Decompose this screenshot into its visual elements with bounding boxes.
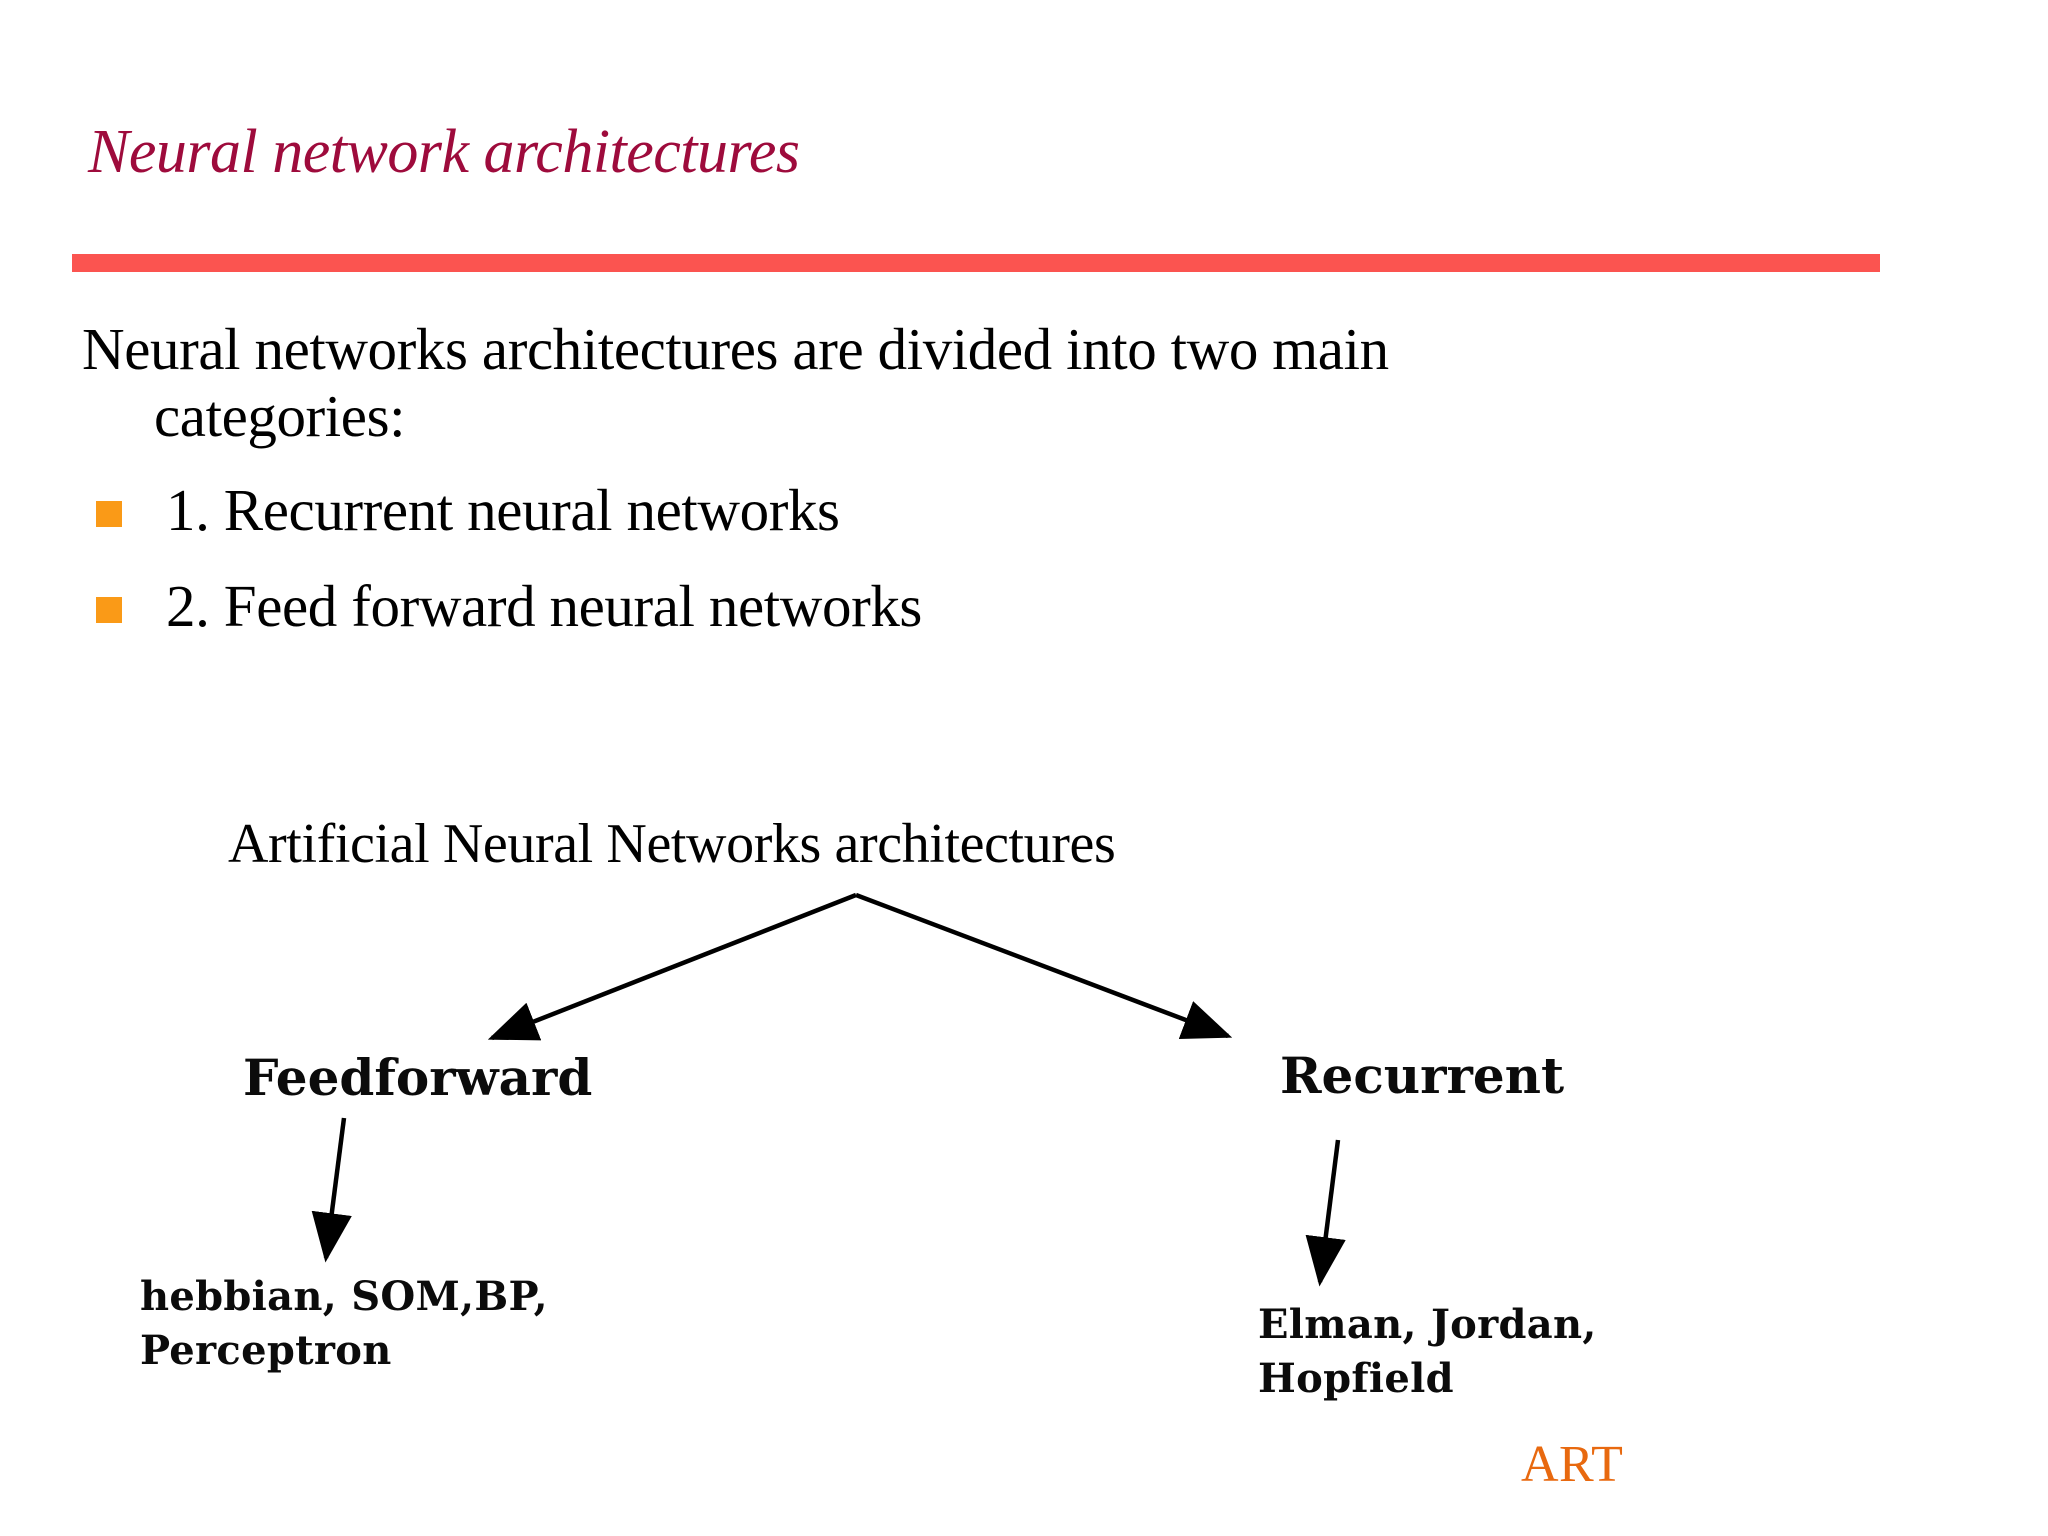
bullet-label: 1. Recurrent neural networks xyxy=(166,476,840,543)
art-footer-mark: ART xyxy=(1521,1436,1624,1493)
branch-label-recurrent: Recurrent xyxy=(1280,1046,1565,1105)
branch-label-feedforward: Feedforward xyxy=(243,1048,593,1107)
leaf-label-feedforward-line-2: Perceptron xyxy=(140,1326,392,1374)
arrow-recurrent-to-leaf xyxy=(1305,1139,1346,1287)
page-title: Neural network architectures xyxy=(88,117,800,186)
diagram-connector-arrows xyxy=(311,892,1346,1287)
leaf-label-recurrent: Elman, Jordan, Hopfield xyxy=(1258,1298,1878,1405)
list-item: 2. Feed forward neural networks xyxy=(82,573,1782,643)
leaf-label-recurrent-line-1: Elman, Jordan, xyxy=(1258,1301,1597,1348)
diagram-root-label: Artificial Neural Networks architectures xyxy=(228,813,1116,875)
arrow-root-to-feedforward xyxy=(487,892,857,1041)
square-bullet-icon xyxy=(96,500,122,527)
category-bullet-list: 1. Recurrent neural networks 2. Feed for… xyxy=(82,477,1782,643)
leaf-label-recurrent-line-2: Hopfield xyxy=(1258,1354,1454,1402)
leaf-label-feedforward-line-1: hebbian, SOM,BP, xyxy=(140,1273,548,1320)
body-content: Neural networks architectures are divide… xyxy=(82,316,1782,669)
title-divider-rule xyxy=(72,254,1880,272)
lead-paragraph-line-1: Neural networks architectures are divide… xyxy=(82,316,1389,382)
square-bullet-icon xyxy=(96,596,122,623)
bullet-label: 2. Feed forward neural networks xyxy=(166,572,922,639)
lead-paragraph: Neural networks architectures are divide… xyxy=(82,316,1782,451)
arrow-feedforward-to-leaf xyxy=(311,1117,352,1263)
leaf-label-feedforward: hebbian, SOM,BP, Perceptron xyxy=(140,1270,760,1377)
architecture-tree-diagram: Artificial Neural Networks architectures… xyxy=(0,770,2048,1402)
list-item: 1. Recurrent neural networks xyxy=(82,477,1782,547)
arrow-root-to-recurrent xyxy=(855,892,1233,1039)
lead-paragraph-line-2: categories: xyxy=(154,383,406,450)
